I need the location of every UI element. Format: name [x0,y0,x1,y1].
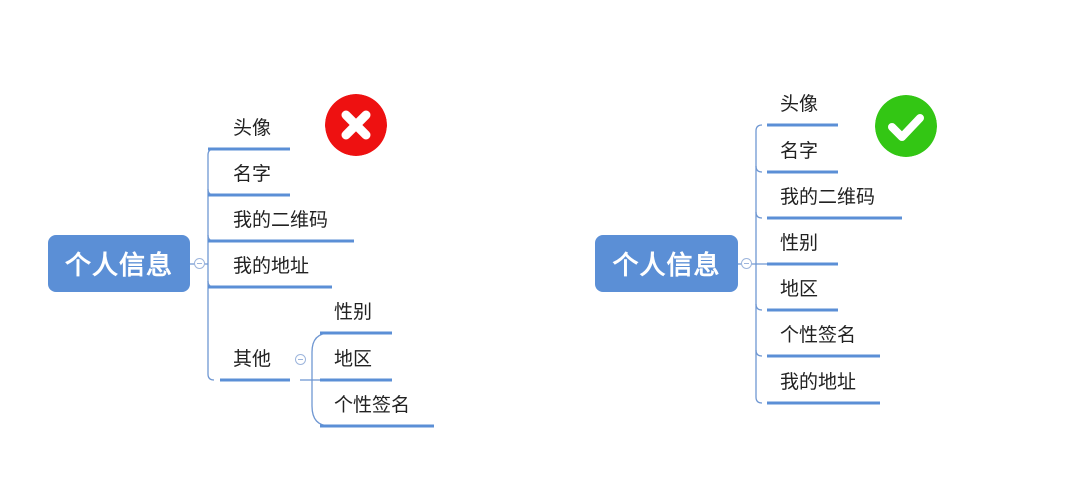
right-node-name[interactable]: 名字 [780,140,819,162]
left-other-collapse-toggle[interactable] [295,354,306,365]
left-node-region[interactable]: 地区 [334,348,373,370]
left-mind-map: 个人信息 头像 名字 我的二维码 我的地址 其他 性别 地区 个性签名 [48,94,434,428]
left-node-qrcode[interactable]: 我的二维码 [233,209,329,231]
right-node-qrcode[interactable]: 我的二维码 [780,186,876,208]
left-root-collapse-toggle[interactable] [194,258,205,269]
x-circle-icon [325,94,387,156]
left-branch-lines [190,147,434,428]
left-node-address[interactable]: 我的地址 [233,255,310,277]
right-node-avatar[interactable]: 头像 [780,93,819,115]
left-node-avatar[interactable]: 头像 [233,117,272,139]
right-root-collapse-toggle[interactable] [741,258,752,269]
left-node-name[interactable]: 名字 [233,163,272,185]
right-node-address[interactable]: 我的地址 [780,371,857,393]
right-node-gender[interactable]: 性别 [780,232,819,254]
right-node-signature[interactable]: 个性签名 [780,324,857,346]
left-root-node[interactable]: 个人信息 [48,235,190,292]
left-node-gender[interactable]: 性别 [334,301,373,323]
left-node-other[interactable]: 其他 [233,348,272,370]
left-node-signature[interactable]: 个性签名 [334,394,411,416]
right-root-node[interactable]: 个人信息 [595,235,738,292]
right-node-region[interactable]: 地区 [780,278,819,300]
check-circle-icon [875,95,937,157]
